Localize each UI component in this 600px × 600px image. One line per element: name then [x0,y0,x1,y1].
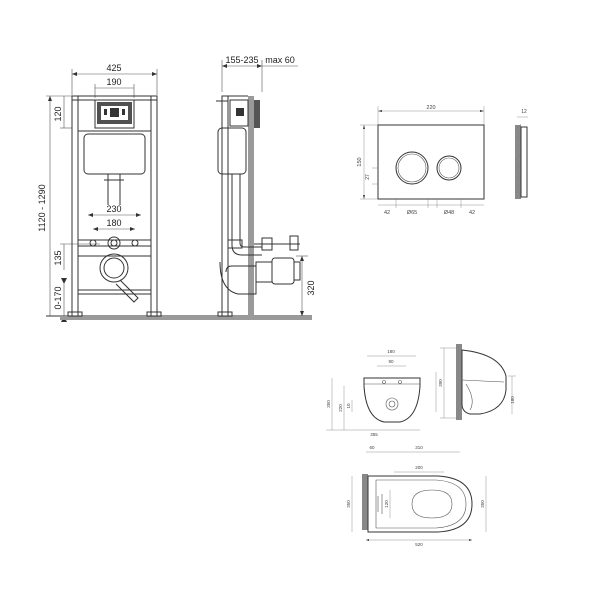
left-margin-42-label: 42 [384,210,390,216]
bowl-mount-wall [456,344,462,420]
top-c-200-label: 200 [415,465,423,470]
button-right-diameter-label: Ø48 [444,210,454,216]
drain-outlet [99,253,129,283]
panel-width-190-label: 190 [106,77,121,87]
bowl-top-180-label: 180 [387,349,395,354]
bowl-side-inner-label: 220 [338,404,343,412]
frame-side-view: 155-235 max 60 [216,55,316,317]
top-b-310-label: 310 [415,445,423,450]
bowl-side-height-label: 390 [438,379,443,387]
flush-plate [377,124,485,200]
bowl-bottom-label: 355 [370,432,378,437]
depth-range-label: 155-235 [225,55,258,65]
top-d-350-label: 350 [346,500,351,508]
bolt-right [131,239,139,247]
bowl-front-shape [363,377,421,423]
bowl-side-left-label: 350 [326,400,331,408]
wall [248,96,254,316]
plate-height-150-label: 150 [357,157,363,166]
frame-right-post [150,95,158,317]
outlet-height-135-label: 135 [53,250,63,265]
cistern [83,133,146,175]
bowl-side-inner-180-label: 180 [510,396,515,404]
service-panel [94,99,135,129]
button-left-diameter-label: Ø65 [407,210,417,216]
plate-width-220-label: 220 [426,105,435,111]
frame-left-post [71,95,79,317]
bowl-side-view: 390 180 [438,344,516,420]
top-e-120-label: 120 [384,500,389,508]
bolt-spacing-230-label: 230 [106,204,121,214]
right-margin-42-label: 42 [469,210,475,216]
outlet-spacing-180-label: 180 [106,218,121,228]
center-offset-27-label: 27 [365,174,371,180]
foot-range-label: 0-170 [53,286,63,309]
frame-front-view: 425 190 1120 - 1290 120 135 0-170 [37,63,312,322]
bowl-front-view: 180 90 350 220 10 355 [326,349,437,437]
top-f-350-label: 350 [480,500,485,508]
top-total-520-label: 520 [415,542,423,547]
bowl-side-shape [461,349,507,415]
bowl-top-shape [367,475,473,533]
bowl-top-view: 60 310 200 350 120 350 520 [346,445,487,547]
flush-plate-view: 220 150 27 42 Ø65 Ø48 42 12 [357,105,528,216]
small-flush-button [436,155,462,181]
max-60-label: max 60 [265,55,295,65]
bowl-top-wall [362,474,368,530]
top-a-60-label: 60 [369,445,375,450]
bowl-bolt-90-label: 90 [388,359,394,364]
plate-side-wall [515,125,521,199]
drain-height-320-label: 320 [306,280,316,295]
bolt-left [89,239,97,247]
plate-thickness-12-label: 12 [521,109,527,115]
top-offset-120-label: 120 [53,106,63,121]
bowl-side-b-label: 10 [346,403,351,409]
actuator-box [229,99,249,127]
large-flush-button [395,151,429,185]
height-range-label: 1120 - 1290 [37,184,47,231]
width-425-label: 425 [106,63,121,73]
